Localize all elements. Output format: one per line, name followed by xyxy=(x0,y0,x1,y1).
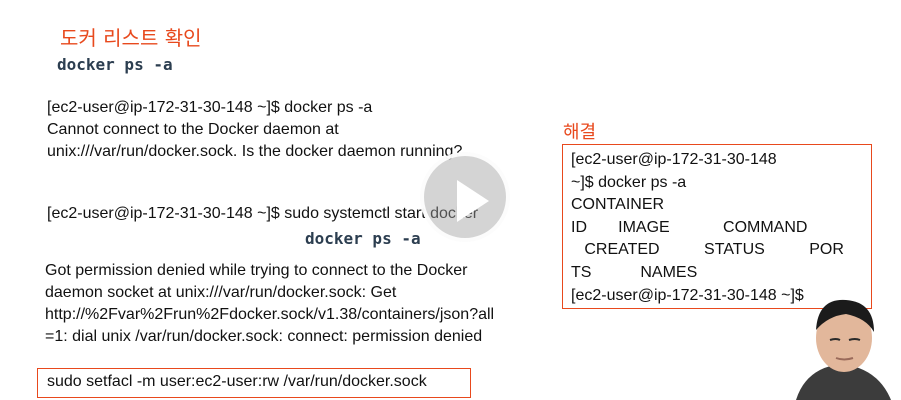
error-line: http://%2Fvar%2Frun%2Fdocker.sock/v1.38/… xyxy=(45,306,495,323)
terminal-line: [ec2-user@ip-172-31-30-148 ~]$ xyxy=(571,286,804,304)
command-docker-ps-top: docker ps -a xyxy=(57,55,173,74)
solution-label: 해결 xyxy=(563,122,597,143)
terminal-line: CREATED STATUS POR xyxy=(571,241,844,259)
presenter-video xyxy=(786,290,901,400)
error-block-3: Got permission denied while trying to co… xyxy=(45,260,494,348)
presenter-avatar xyxy=(796,299,891,400)
error-line: unix:///var/run/docker.sock. Is the dock… xyxy=(47,143,463,160)
terminal-line: ID IMAGE COMMAND xyxy=(571,218,808,236)
error-block-1: [ec2-user@ip-172-31-30-148 ~]$ docker ps… xyxy=(47,97,462,163)
terminal-line: ~]$ docker ps -a xyxy=(571,173,687,191)
command-docker-ps-mid: docker ps -a xyxy=(305,229,421,248)
error-line: =1: dial unix /var/run/docker.sock: conn… xyxy=(45,328,483,345)
terminal-line: CONTAINER xyxy=(571,196,665,214)
systemctl-line: [ec2-user@ip-172-31-30-148 ~]$ sudo syst… xyxy=(47,205,479,222)
error-line: daemon socket at unix:///var/run/docker.… xyxy=(45,284,397,301)
error-line: Cannot connect to the Docker daemon at xyxy=(47,121,339,138)
terminal-line: [ec2-user@ip-172-31-30-148 xyxy=(571,151,777,168)
terminal-line: TS NAMES xyxy=(571,263,698,281)
solution-terminal-box: [ec2-user@ip-172-31-30-148 ~]$ docker ps… xyxy=(562,144,872,309)
error-line: Got permission denied while trying to co… xyxy=(45,262,468,279)
slide-title: 도커 리스트 확인 xyxy=(60,26,202,50)
play-icon xyxy=(457,180,489,222)
play-button[interactable] xyxy=(420,152,510,242)
fix-command-box: sudo setfacl -m user:ec2-user:rw /var/ru… xyxy=(37,368,471,398)
error-line: [ec2-user@ip-172-31-30-148 ~]$ docker ps… xyxy=(47,99,373,116)
